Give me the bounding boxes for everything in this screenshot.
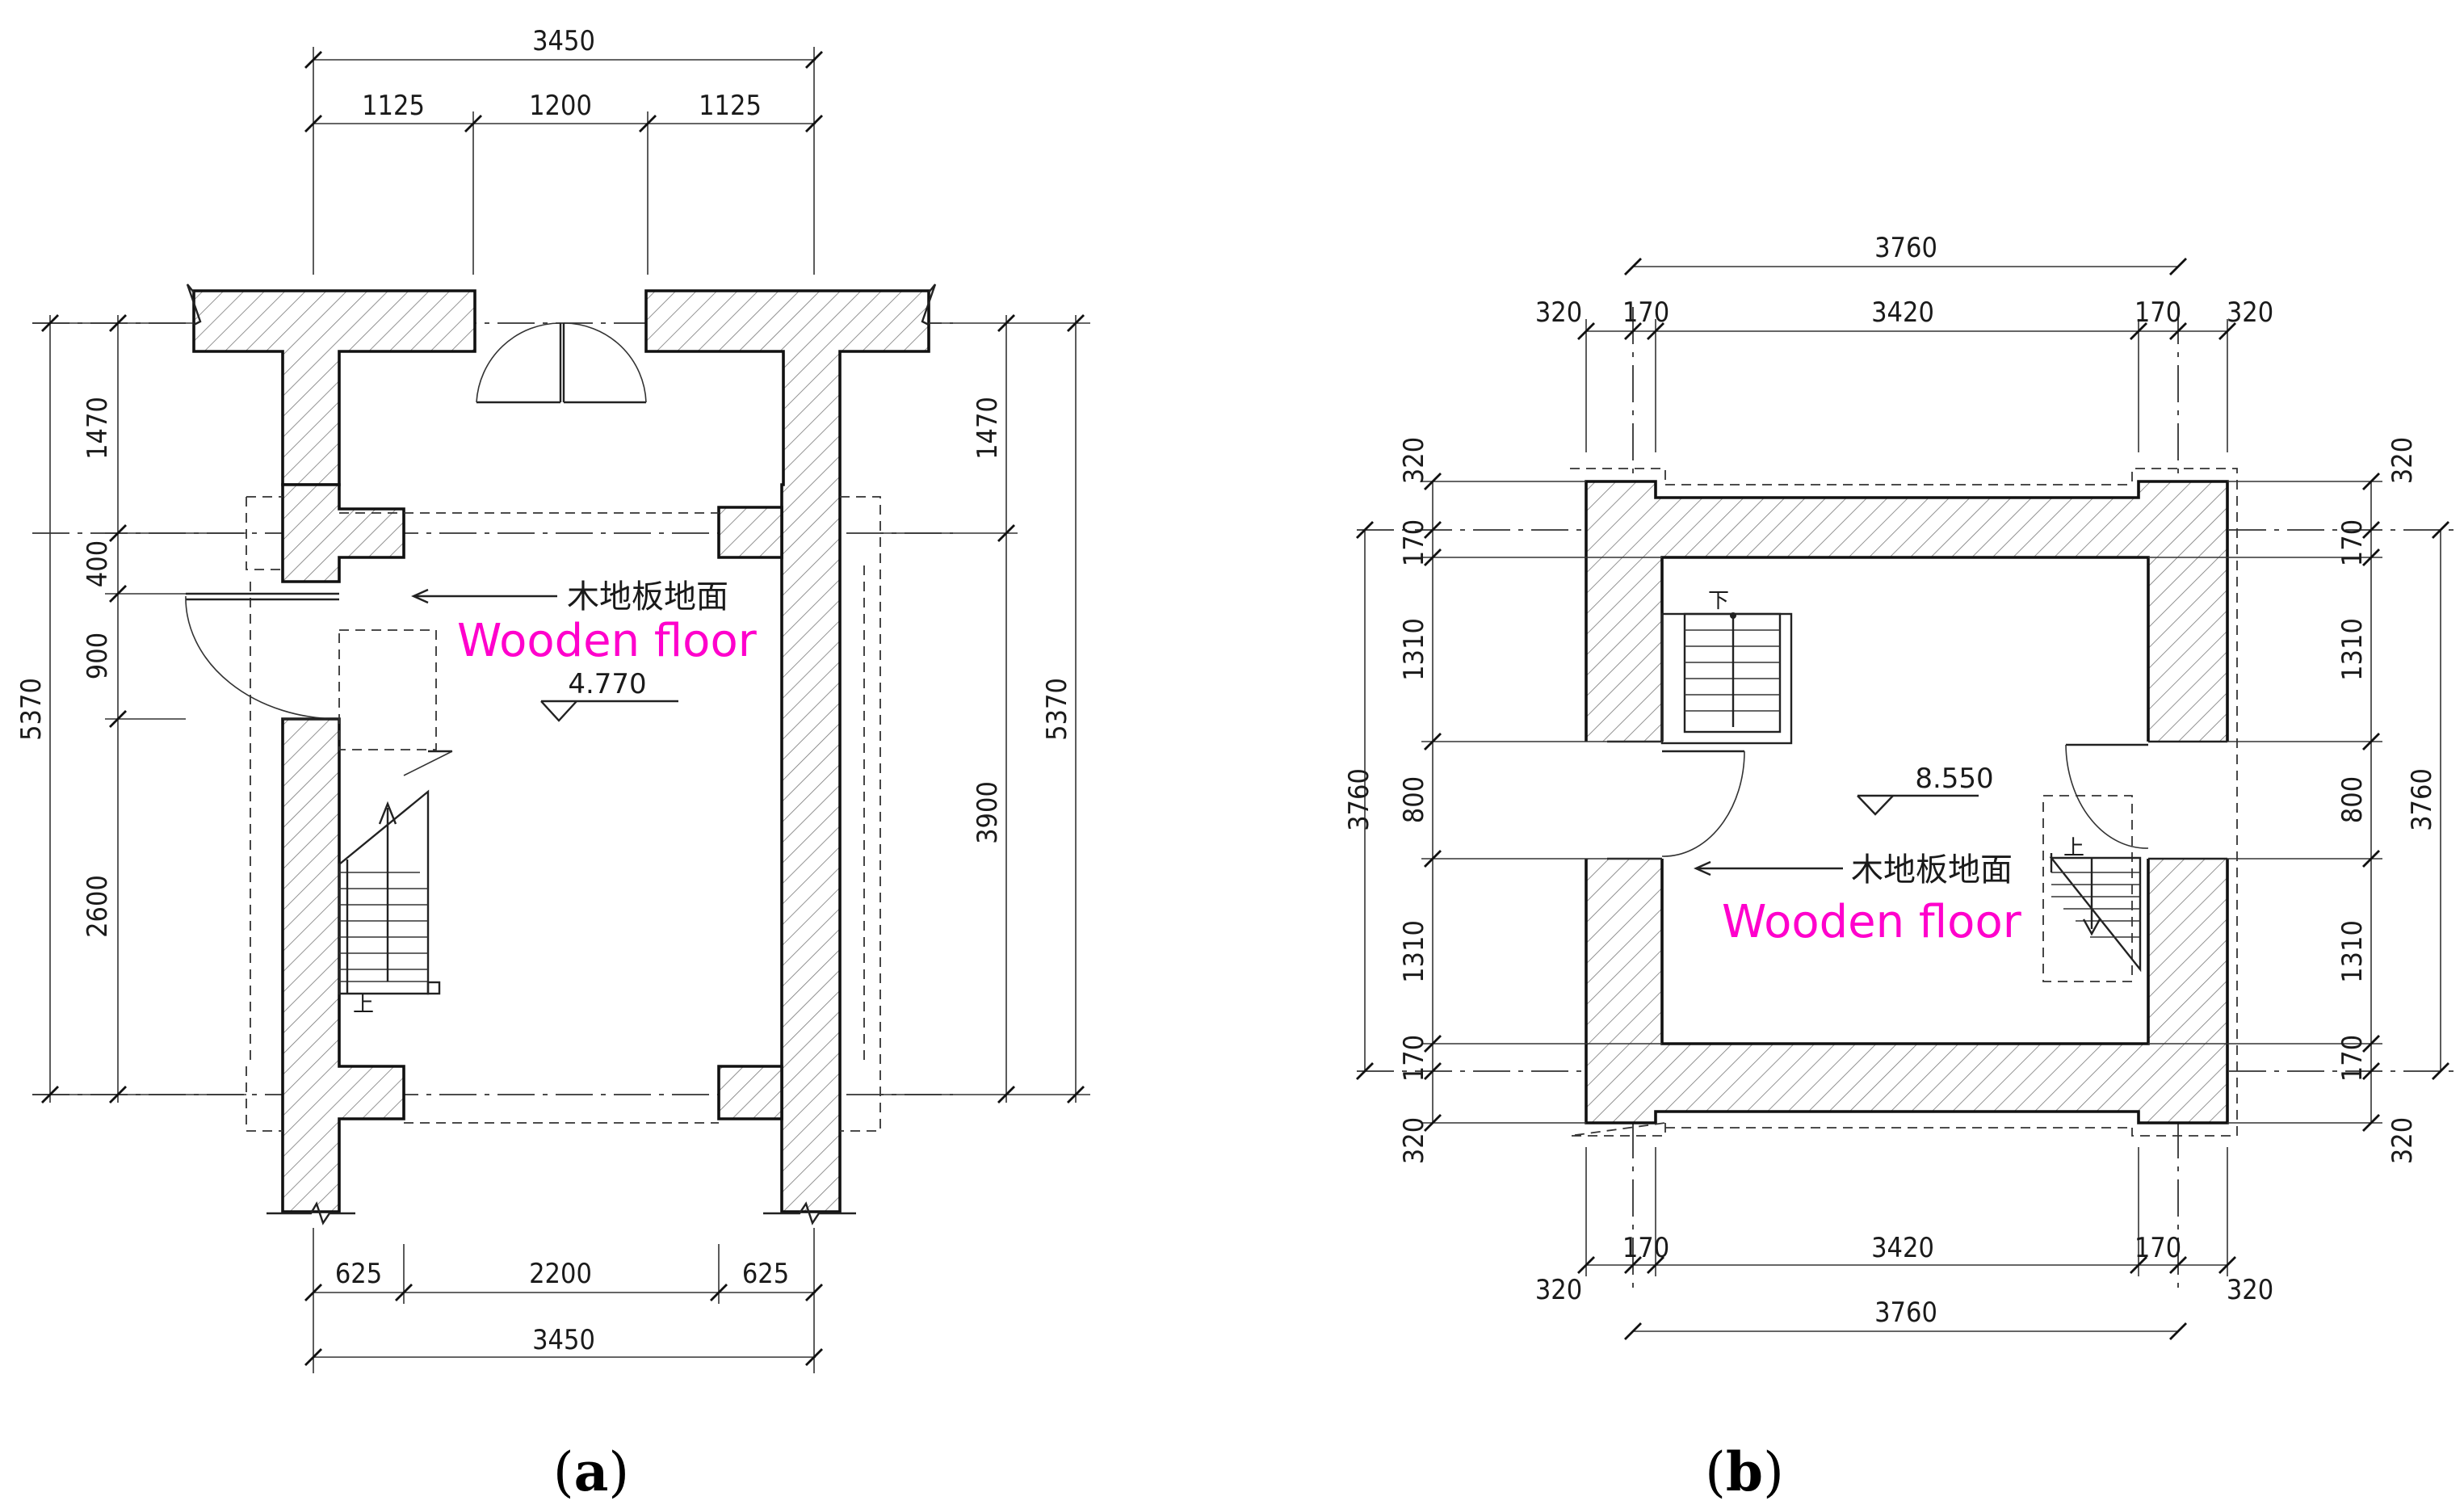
dim-b-left-total: 3760	[1343, 768, 1375, 831]
dim-a-left-3: 900	[82, 633, 114, 679]
panel-a-top-dimensions: 3450 1125 1200 1125	[304, 25, 823, 275]
caption-b: (b)	[1705, 1440, 1784, 1503]
dim-a-left-4: 2600	[82, 875, 114, 938]
panel-b-stair-up-label: 上	[2063, 836, 2084, 860]
dim-a-right-total: 5370	[1041, 678, 1073, 741]
dim-b-bottom-5: 320	[2227, 1274, 2273, 1306]
dim-a-top-2: 1200	[529, 90, 592, 122]
dim-b-right-4: 800	[2336, 776, 2369, 823]
dim-b-bottom-total: 3760	[1874, 1297, 1937, 1329]
panel-b-bottom-dimensions: 320 170 3420 170 320 3760	[1535, 1147, 2273, 1340]
panel-a-walls	[186, 284, 937, 1225]
panel-b-left-dimensions: 3760 320 170 1310 800 1310 170 320	[1343, 437, 1662, 1164]
dim-b-right-5: 1310	[2336, 920, 2369, 983]
dim-b-left-7: 320	[1398, 1117, 1430, 1164]
panel-b-walls	[1569, 468, 2238, 1137]
dim-b-right-1: 320	[2386, 437, 2419, 484]
dim-b-right-2: 170	[2336, 519, 2369, 566]
dim-a-bottom-3: 625	[742, 1258, 789, 1290]
dim-b-top-1: 320	[1535, 296, 1582, 329]
panel-b-floor-label-cn: 木地板地面	[1851, 851, 2013, 889]
dim-b-top-4: 170	[2134, 296, 2181, 329]
panel-a-floor-annotation: 木地板地面 Wooden floor 4.770	[411, 578, 758, 722]
panel-a-elevation: 4.770	[568, 668, 646, 700]
dim-b-left-1: 320	[1398, 437, 1430, 484]
dim-b-right-3: 1310	[2336, 618, 2369, 681]
panel-a-left-dimensions: 5370 1470 400 900 2600	[15, 314, 246, 1103]
panel-a-plan: 3450 1125 1200 1125	[15, 25, 1090, 1503]
dim-b-left-3: 1310	[1398, 618, 1430, 681]
panel-a-right-dimensions: 1470 3900 5370	[880, 314, 1090, 1103]
dim-a-top-total: 3450	[532, 25, 595, 57]
panel-b-elevation: 8.550	[1915, 763, 1993, 795]
dim-a-right-2: 3900	[972, 781, 1004, 844]
dim-b-left-4: 800	[1398, 776, 1430, 823]
panel-b-stairs-up: 上	[2042, 795, 2142, 982]
dim-b-top-2: 170	[1622, 296, 1669, 329]
dim-a-left-1: 1470	[82, 397, 114, 460]
dim-a-bottom-1: 625	[335, 1258, 382, 1290]
dim-b-right-total: 3760	[2406, 768, 2438, 831]
panel-b-floor-label-en: Wooden floor	[1722, 896, 2022, 948]
dim-a-right-1: 1470	[972, 397, 1004, 460]
panel-b-floor-annotation: 木地板地面 Wooden floor 8.550	[1694, 763, 2022, 948]
dim-b-right-7: 320	[2386, 1117, 2419, 1164]
panel-a-bottom-dimensions: 625 2200 625 3450	[304, 1228, 823, 1373]
dim-a-bottom-total: 3450	[532, 1324, 595, 1356]
dim-b-bottom-2: 170	[1622, 1232, 1669, 1264]
panel-b-stair-down-label: 下	[1708, 589, 1729, 613]
dim-a-top-1: 1125	[362, 90, 425, 122]
caption-a: (a)	[553, 1440, 629, 1503]
dim-b-top-total: 3760	[1874, 232, 1937, 264]
panel-b-top-dimensions: 3760 320 170 3420 170 320	[1535, 232, 2273, 452]
panel-a-stairs: 上	[338, 750, 453, 1017]
dim-b-right-6: 170	[2336, 1035, 2369, 1082]
dim-b-top-5: 320	[2227, 296, 2273, 329]
panel-b-left-door	[1661, 750, 1745, 857]
dim-a-left-2: 400	[82, 540, 114, 587]
dim-b-left-6: 170	[1398, 1035, 1430, 1082]
panel-a-side-door	[185, 592, 340, 721]
panel-b-plan: 下 上 木	[1343, 232, 2455, 1503]
dim-b-bottom-1: 320	[1535, 1274, 1582, 1306]
dim-b-top-3: 3420	[1871, 296, 1934, 329]
panel-a-floor-label-en: Wooden floor	[457, 615, 758, 667]
dim-b-left-2: 170	[1398, 519, 1430, 566]
panel-a-floor-label-cn: 木地板地面	[567, 578, 728, 616]
dim-a-bottom-2: 2200	[529, 1258, 592, 1290]
dim-b-bottom-4: 170	[2134, 1232, 2181, 1264]
panel-a-stair-up-label: 上	[353, 993, 374, 1017]
panel-b-right-door	[2065, 743, 2149, 849]
panel-a-double-door	[476, 322, 647, 404]
panel-b-right-dimensions: 320 170 1310 800 1310 170 320 3760	[2148, 437, 2449, 1164]
panel-b-stairs-down: 下	[1660, 589, 1793, 745]
dim-b-left-5: 1310	[1398, 920, 1430, 983]
dim-b-bottom-3: 3420	[1871, 1232, 1934, 1264]
dim-a-top-3: 1125	[699, 90, 762, 122]
dim-a-left-total: 5370	[15, 678, 48, 741]
